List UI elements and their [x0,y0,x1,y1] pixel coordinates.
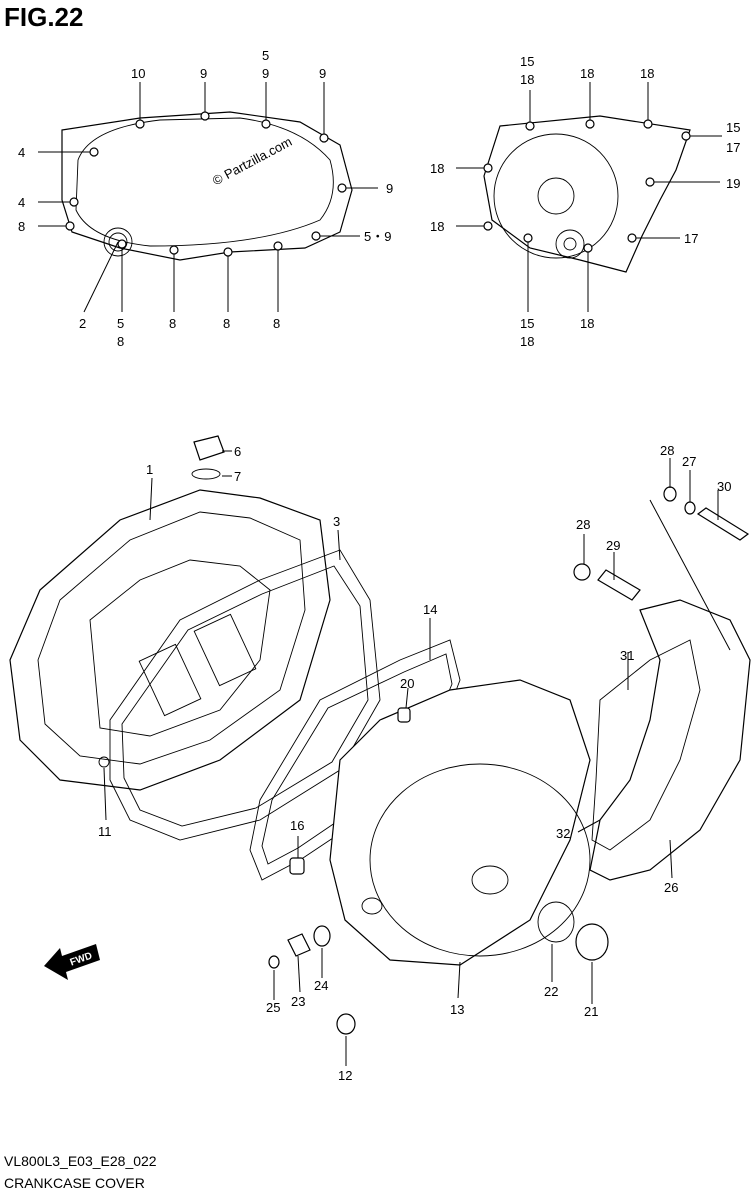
callout-label: 9 [386,181,393,196]
outer-cover-part-26 [589,599,751,881]
callout-label: 18 [430,161,444,176]
callout-label: 4 [18,145,25,160]
callout-label: 27 [682,454,696,469]
callout-label: 18 [430,219,444,234]
callout-label: 28 [576,517,590,532]
small-parts [191,435,750,1035]
left-cover-bolt-pattern [38,82,378,313]
callout-label: 5 [117,316,124,331]
callout-label: 15 [726,120,740,135]
callout-label: 16 [290,818,304,833]
callout-label: 17 [726,140,740,155]
callout-label: 15 [520,316,534,331]
leader-lines [103,450,731,1066]
callout-label: 15 [520,54,534,69]
right-crankcase-cover-part-13 [329,679,591,966]
callout-label: 4 [18,195,25,210]
callout-label: 26 [664,880,678,895]
callout-label: 18 [580,316,594,331]
callout-label: 14 [423,602,437,617]
callout-label: 8 [117,334,124,349]
fwd-arrow-icon: FWD [44,944,100,980]
callout-label: 8 [18,219,25,234]
callout-label: 22 [544,984,558,999]
callout-label: 25 [266,1000,280,1015]
callout-label: 29 [606,538,620,553]
figure-caption: CRANKCASE COVER [4,1175,145,1191]
callout-label: 23 [291,994,305,1009]
callout-label: 8 [273,316,280,331]
callout-labels: 10 9 5 9 9 4 4 9 8 5・9 2 5 8 8 8 8 15 18… [18,48,740,1083]
callout-label: 21 [584,1004,598,1019]
callout-label: 30 [717,479,731,494]
callout-label: 18 [580,66,594,81]
callout-label: 12 [338,1068,352,1083]
callout-label: 18 [520,72,534,87]
callout-label: 20 [400,676,414,691]
callout-label: 8 [223,316,230,331]
callout-label: 13 [450,1002,464,1017]
callout-label: 2 [79,316,86,331]
callout-label: 32 [556,826,570,841]
gasket-part-3 [109,549,381,841]
callout-label: 7 [234,469,241,484]
callout-label: 19 [726,176,740,191]
right-cover-bolt-pattern [456,82,722,312]
model-code: VL800L3_E03_E28_022 [4,1153,157,1169]
callout-label: 17 [684,231,698,246]
figure-title: FIG.22 [4,2,84,32]
callout-label: 3 [333,514,340,529]
callout-label: 9 [319,66,326,81]
callout-label: 9 [200,66,207,81]
callout-label: 18 [520,334,534,349]
callout-label: 31 [620,648,634,663]
callout-label: 10 [131,66,145,81]
callout-label: 1 [146,462,153,477]
callout-label: 5 [262,48,269,63]
crankcase-housing-part-1 [9,489,331,791]
callout-label: 18 [640,66,654,81]
callout-label: 5・9 [364,229,391,244]
callout-label: 11 [98,824,112,839]
callout-label: 8 [169,316,176,331]
callout-label: 28 [660,443,674,458]
callout-label: 9 [262,66,269,81]
callout-label: 24 [314,978,328,993]
callout-label: 6 [234,444,241,459]
